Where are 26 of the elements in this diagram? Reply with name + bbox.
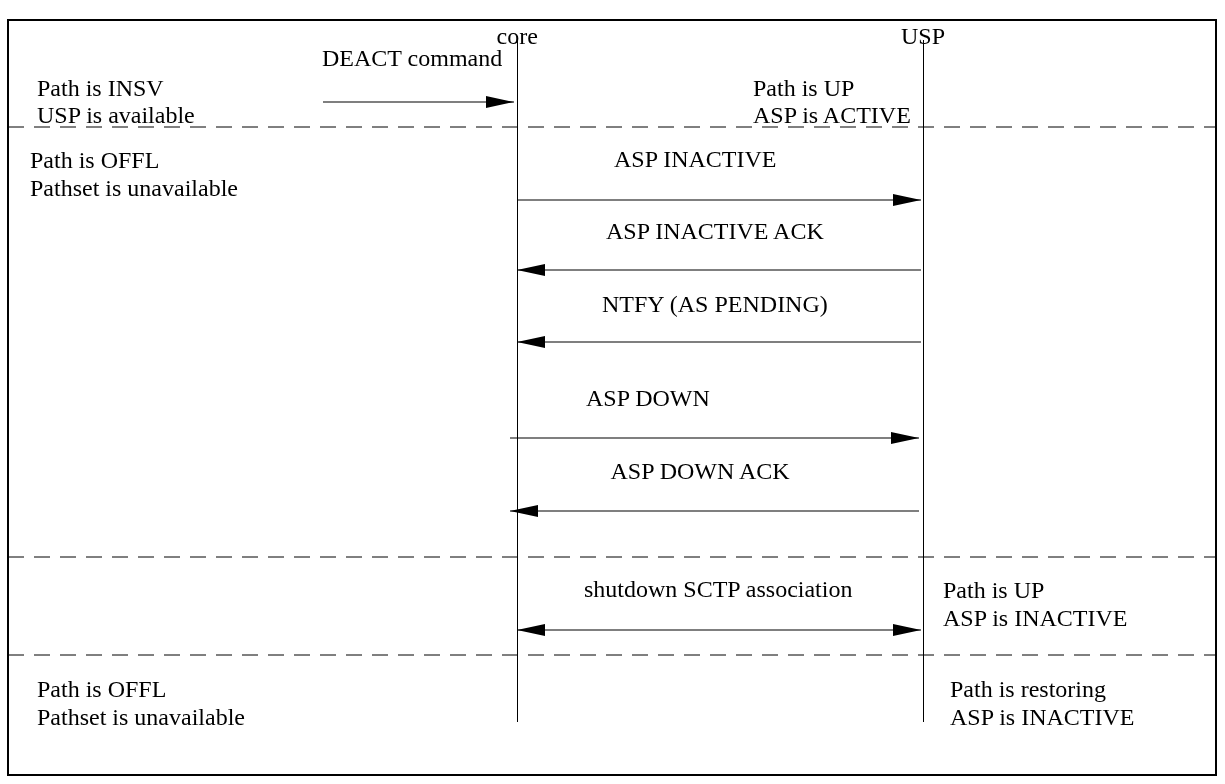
message-label: ASP DOWN (586, 384, 710, 412)
message-arrow (322, 96, 515, 108)
state-note: USP is available (37, 101, 195, 129)
message-arrow (516, 264, 922, 276)
message-label: ASP INACTIVE (614, 145, 777, 173)
state-note: Path is UP (943, 576, 1045, 604)
message-label: ASP INACTIVE ACK (606, 217, 824, 245)
participant-label: USP (901, 22, 946, 50)
state-note: ASP is INACTIVE (950, 703, 1135, 731)
state-note: Pathset is unavailable (37, 703, 245, 731)
state-note: ASP is INACTIVE (943, 604, 1128, 632)
message-arrow (516, 194, 922, 206)
message-label: ASP DOWN ACK (610, 457, 790, 485)
state-note: Path is OFFL (30, 146, 160, 174)
message-label: shutdown SCTP association (584, 575, 853, 603)
state-note: Path is UP (753, 74, 855, 102)
message-label: NTFY (AS PENDING) (602, 290, 828, 318)
state-note: Path is OFFL (37, 675, 167, 703)
message-arrow (516, 624, 922, 636)
state-note: ASP is ACTIVE (753, 101, 911, 129)
state-note: Pathset is unavailable (30, 174, 238, 202)
state-note: Path is restoring (950, 675, 1106, 703)
state-note: Path is INSV (37, 74, 164, 102)
message-arrow (509, 432, 920, 444)
message-arrow (509, 505, 920, 517)
message-arrow (516, 336, 922, 348)
